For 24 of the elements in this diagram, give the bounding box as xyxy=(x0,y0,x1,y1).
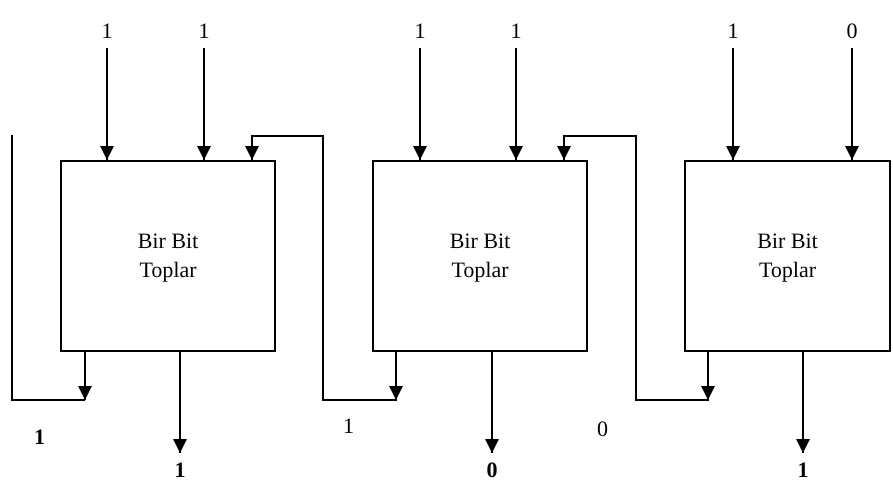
input-value: 1 xyxy=(97,16,117,46)
sum-output: 1 xyxy=(170,455,190,485)
arrow xyxy=(796,352,810,453)
arrow xyxy=(173,352,187,453)
arrow xyxy=(197,48,211,160)
arrow xyxy=(509,48,523,160)
adder-block: Bir Bit Toplar xyxy=(684,160,891,352)
arrow xyxy=(726,48,740,160)
arrow xyxy=(845,48,859,160)
carry-value: 1 xyxy=(34,426,45,448)
input-value: 1 xyxy=(194,16,214,46)
sum-output: 1 xyxy=(793,455,813,485)
input-value: 1 xyxy=(410,16,430,46)
carry-value: 0 xyxy=(597,418,608,440)
arrow xyxy=(485,352,499,453)
sum-output: 0 xyxy=(482,455,502,485)
arrow xyxy=(413,48,427,160)
input-value: 1 xyxy=(723,16,743,46)
input-value: 1 xyxy=(506,16,526,46)
carry-value: 1 xyxy=(343,415,354,437)
input-value: 0 xyxy=(842,16,862,46)
arrow xyxy=(100,48,114,160)
adder-block: Bir Bit Toplar xyxy=(372,160,588,352)
adder-block: Bir Bit Toplar xyxy=(60,160,276,352)
